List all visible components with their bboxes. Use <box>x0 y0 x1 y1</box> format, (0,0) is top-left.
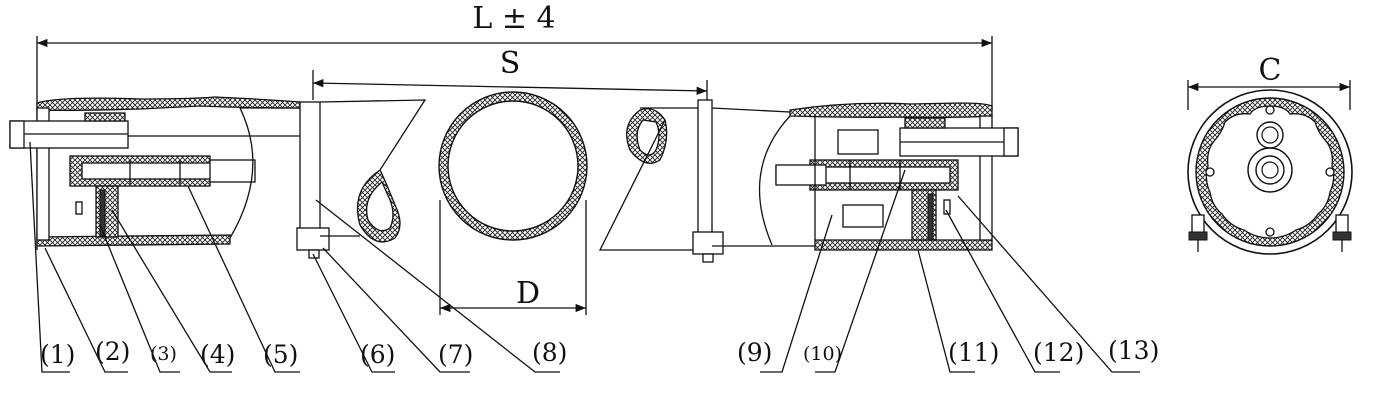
dimension-label-diameter: D <box>516 276 540 311</box>
callout-10: (10) <box>803 343 842 365</box>
dimension-label-length: L ± 4 <box>472 1 555 36</box>
callout-labels: (1) (2) (3) (4) (5) (6) (7) (8) (9) (10)… <box>40 336 1159 369</box>
leader-lines <box>29 141 1140 373</box>
dimension-label-span: S <box>500 46 521 81</box>
callout-13: (13) <box>1108 336 1159 365</box>
callout-8: (8) <box>532 338 567 367</box>
callout-6: (6) <box>360 340 395 369</box>
callout-7: (7) <box>438 340 473 369</box>
dimension-end-width: C <box>1187 53 1351 110</box>
callout-1: (1) <box>40 340 75 369</box>
callout-4: (4) <box>200 340 235 369</box>
dimension-span: S <box>312 46 708 100</box>
right-clamp <box>598 99 724 263</box>
dimension-overall-length: L ± 4 <box>36 1 993 250</box>
housing-cross-section <box>438 91 588 241</box>
left-end-assembly <box>9 96 301 247</box>
callout-3: (3) <box>150 343 177 365</box>
callout-2: (2) <box>95 337 130 366</box>
end-view <box>1187 89 1353 255</box>
dimension-label-end-width: C <box>1259 53 1282 88</box>
dimension-diameter: D <box>439 200 587 315</box>
callout-11: (11) <box>948 338 999 367</box>
left-clamp <box>296 99 427 259</box>
right-end-assembly <box>711 102 1019 251</box>
callout-9: (9) <box>737 338 772 367</box>
callout-12: (12) <box>1033 338 1084 367</box>
callout-5: (5) <box>263 340 298 369</box>
